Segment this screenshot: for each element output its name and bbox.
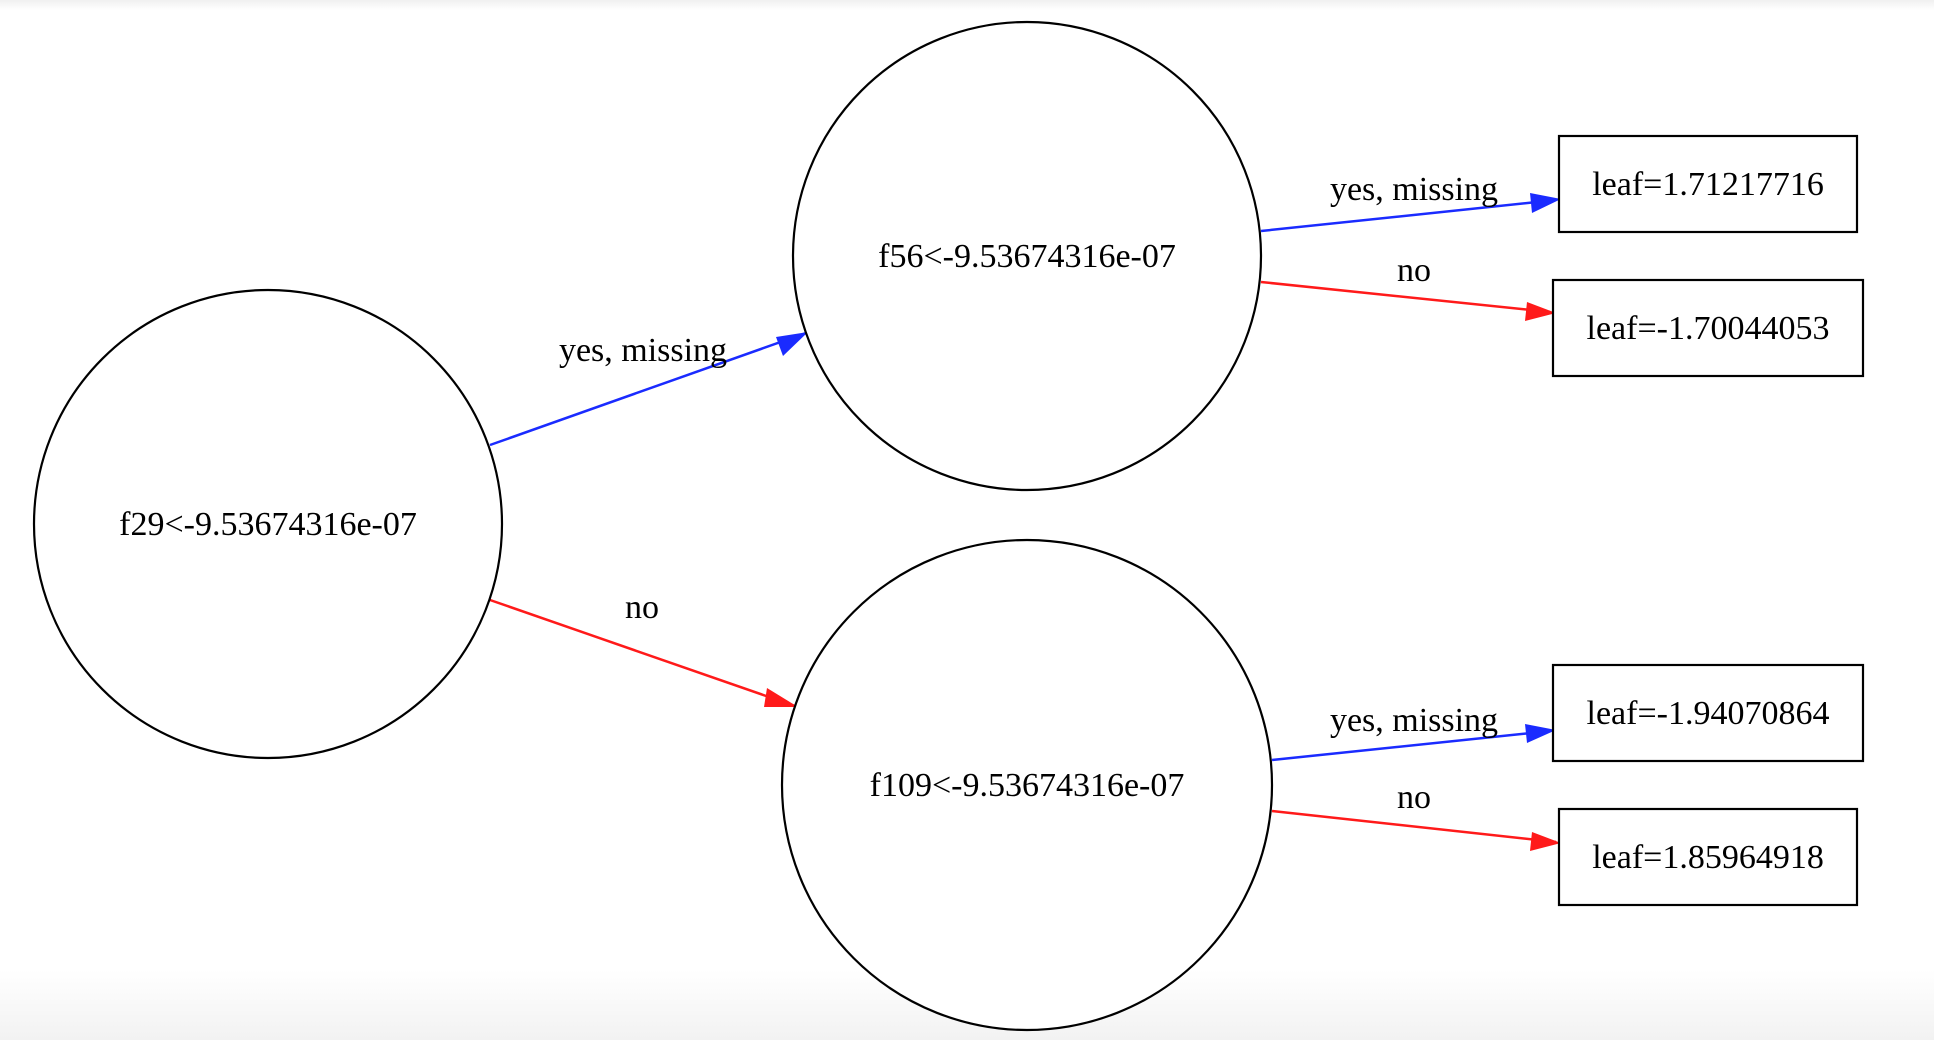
arrowhead-icon <box>1530 832 1561 851</box>
edge-line-yes <box>489 331 807 447</box>
edge-line-yes <box>1260 198 1557 233</box>
leaf-label-1: leaf=1.71217716 <box>1592 166 1824 203</box>
arrowhead-icon <box>1525 302 1556 321</box>
edge-line-no <box>1260 280 1551 314</box>
arrowhead-icon <box>776 332 808 356</box>
edge-label-no: no <box>625 589 659 626</box>
edge-root-left: yes, missing <box>489 331 808 447</box>
edge-left-leaf1: yes, missing <box>1260 171 1561 233</box>
leaf-node-4: leaf=1.85964918 <box>1557 807 1859 907</box>
arrowhead-icon <box>1530 193 1561 213</box>
edge-right-leaf4: no <box>1271 779 1561 851</box>
edge-label-yes-missing: yes, missing <box>559 332 727 369</box>
leaf-box <box>1551 278 1865 378</box>
leaf-box <box>1557 807 1859 907</box>
node-root: f29<-9.53674316e-07 <box>32 288 504 760</box>
tree-nodes: f29<-9.53674316e-07 f56<-9.53674316e-07 … <box>32 20 1865 1032</box>
node-label-f56: f56<-9.53674316e-07 <box>878 238 1176 275</box>
edge-line-no <box>489 598 796 708</box>
arrowhead-icon <box>764 688 798 707</box>
node-circle <box>791 20 1263 492</box>
arrowhead-icon <box>1525 724 1556 743</box>
edge-root-right: no <box>489 589 798 708</box>
node-f56: f56<-9.53674316e-07 <box>791 20 1263 492</box>
edge-left-leaf2: no <box>1260 252 1556 321</box>
leaf-box <box>1557 134 1859 234</box>
node-f109: f109<-9.53674316e-07 <box>780 538 1274 1032</box>
tree-edges: yes, missing no yes, missing no yes, mis <box>489 171 1561 851</box>
leaf-node-2: leaf=-1.70044053 <box>1551 278 1865 378</box>
node-circle <box>780 538 1274 1032</box>
leaf-label-4: leaf=1.85964918 <box>1592 839 1824 876</box>
edge-right-leaf3: yes, missing <box>1271 702 1556 762</box>
edge-label-no: no <box>1397 779 1431 816</box>
node-label-root: f29<-9.53674316e-07 <box>119 506 417 543</box>
leaf-label-3: leaf=-1.94070864 <box>1587 695 1830 732</box>
node-label-f109: f109<-9.53674316e-07 <box>870 767 1185 804</box>
leaf-node-1: leaf=1.71217716 <box>1557 134 1859 234</box>
edge-label-yes-missing: yes, missing <box>1330 702 1498 739</box>
leaf-label-2: leaf=-1.70044053 <box>1587 310 1830 347</box>
edge-label-no: no <box>1397 252 1431 289</box>
edge-line-yes <box>1271 729 1551 762</box>
leaf-box <box>1551 663 1865 763</box>
node-circle <box>32 288 504 760</box>
leaf-node-3: leaf=-1.94070864 <box>1551 663 1865 763</box>
edge-label-yes-missing: yes, missing <box>1330 171 1498 208</box>
edge-line-no <box>1271 809 1557 844</box>
